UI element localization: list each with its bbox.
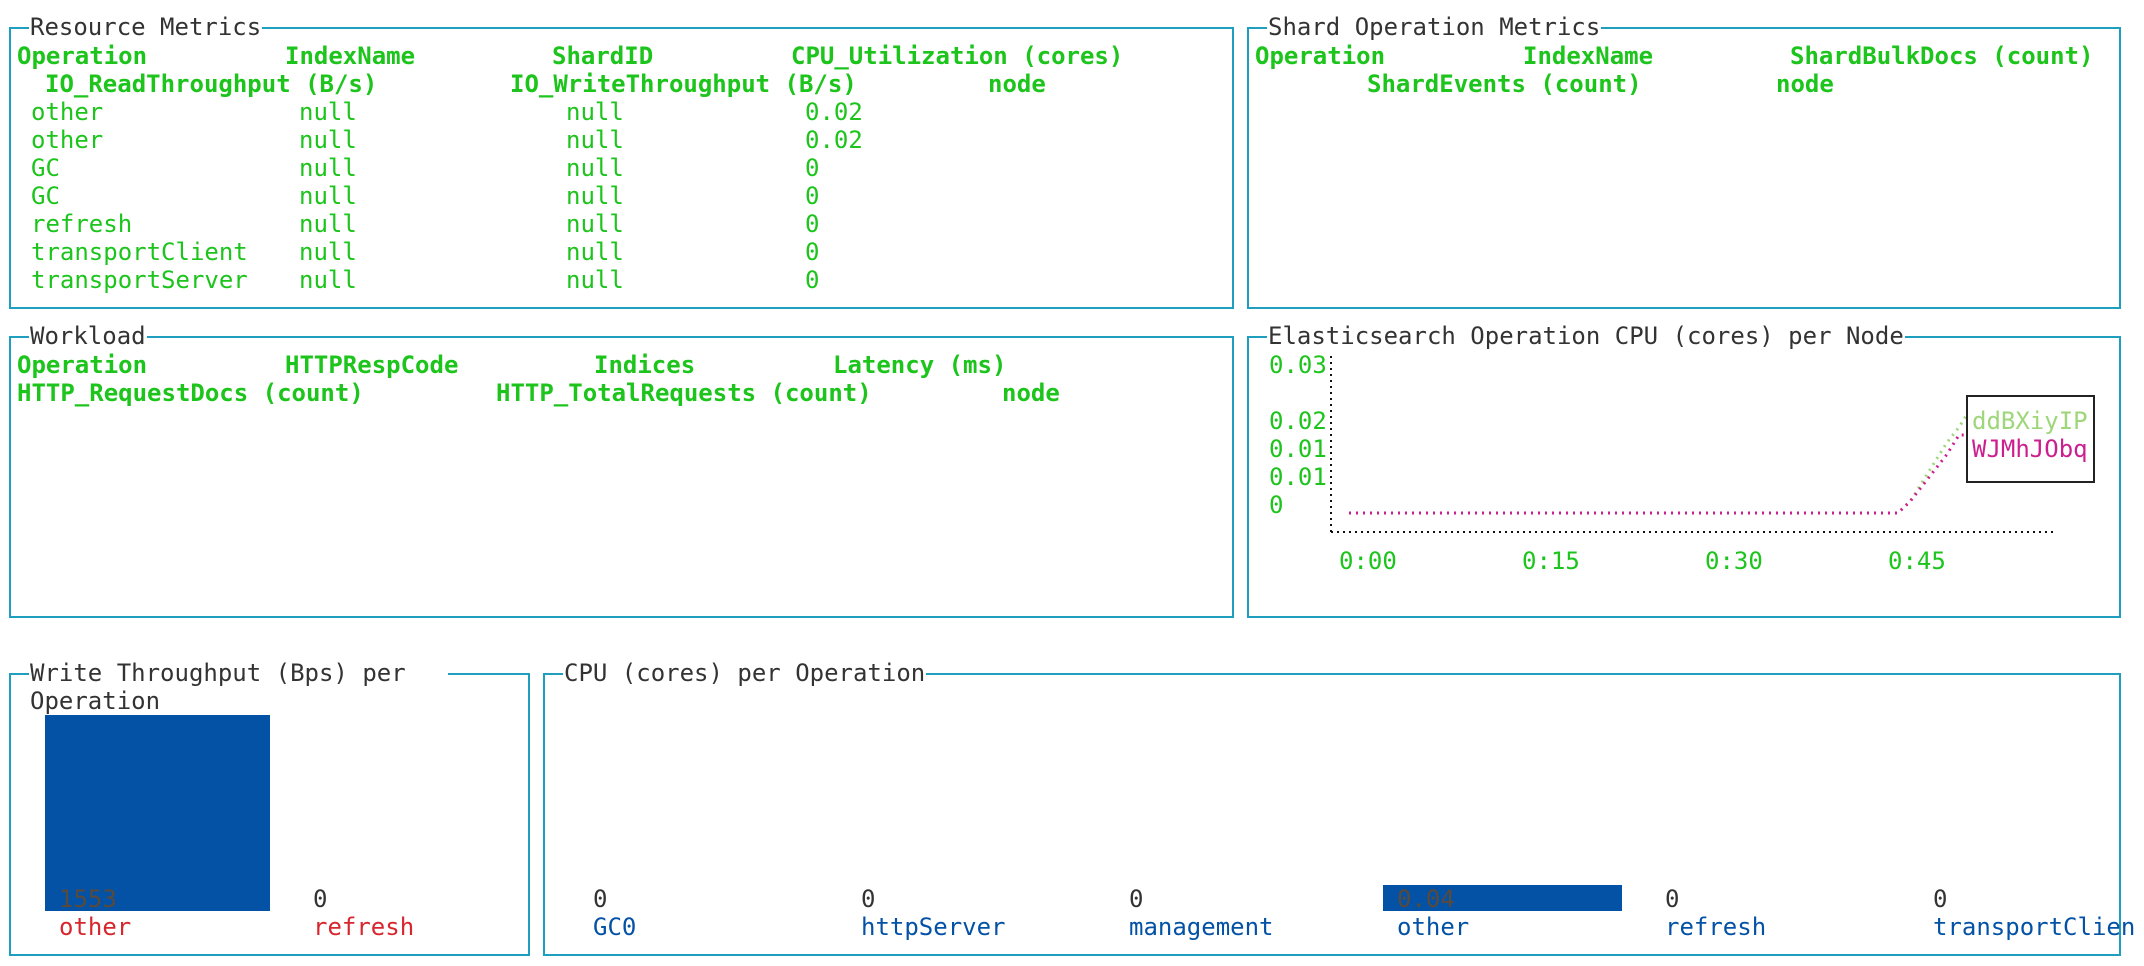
chart-legend: ddBXiyIP WJMhJObq [1966, 395, 2095, 483]
header-operation: Operation [17, 42, 148, 70]
table-cell: other [31, 126, 104, 154]
cpu-per-node-panel: Elasticsearch Operation CPU (cores) per … [1247, 322, 2121, 618]
bar-label-gc0: GC0 [593, 913, 637, 941]
x-tick-label: 0:15 [1522, 547, 1580, 575]
x-tick-label: 0:45 [1888, 547, 1946, 575]
bar-label-other: other [1397, 913, 1470, 941]
cpu-per-operation-title: CPU (cores) per Operation [563, 659, 927, 687]
table-cell: null [566, 182, 624, 210]
legend-entry-wjmhjobq: WJMhJObq [1972, 435, 2088, 463]
x-tick-label: 0:00 [1339, 547, 1397, 575]
bar-value-management: 0 [1129, 885, 1144, 913]
x-tick-label: 0:30 [1705, 547, 1763, 575]
bar-label-transportclient: transportClien [1933, 913, 2136, 941]
table-cell: 0.02 [805, 126, 863, 154]
cpu-line-chart [1330, 356, 2055, 533]
header-shard-events: ShardEvents (count) [1367, 70, 1642, 98]
workload-title: Workload [29, 322, 147, 350]
bar-label-management: management [1129, 913, 1274, 941]
header-indexname: IndexName [1523, 42, 1654, 70]
y-tick-label: 0.01 [1269, 463, 1327, 491]
header-http-total-requests: HTTP_TotalRequests (count) [496, 379, 872, 407]
header-cpu-utilization: CPU_Utilization (cores) [791, 42, 1124, 70]
bar-value-httpserver: 0 [861, 885, 876, 913]
header-io-read: IO_ReadThroughput (B/s) [45, 70, 378, 98]
table-cell: 0 [805, 266, 820, 294]
table-cell: null [299, 98, 357, 126]
table-cell: null [566, 266, 624, 294]
table-cell: 0 [805, 210, 820, 238]
table-cell: null [299, 210, 357, 238]
table-cell: transportClient [31, 238, 248, 266]
header-node: node [1776, 70, 1834, 98]
bar-value-gc0: 0 [593, 885, 608, 913]
series-line-wjmhjobq [1349, 433, 1972, 515]
table-cell: null [566, 126, 624, 154]
header-operation: Operation [1255, 42, 1386, 70]
y-tick-label: 0.01 [1269, 435, 1327, 463]
table-cell: null [566, 210, 624, 238]
write-throughput-panel: Write Throughput (Bps) per Operation 155… [9, 659, 530, 956]
header-indexname: IndexName [285, 42, 416, 70]
bar-label-other: other [59, 913, 132, 941]
header-shardid: ShardID [552, 42, 654, 70]
header-indices: Indices [594, 351, 696, 379]
cpu-per-node-title: Elasticsearch Operation CPU (cores) per … [1267, 322, 1905, 350]
bar-value-refresh: 0 [1665, 885, 1680, 913]
bar-other [45, 715, 270, 911]
header-http-request-docs: HTTP_RequestDocs (count) [17, 379, 364, 407]
table-cell: 0 [805, 238, 820, 266]
table-cell: refresh [31, 210, 133, 238]
header-io-write: IO_WriteThroughput (B/s) [510, 70, 857, 98]
bar-value-other: 1553 [59, 885, 117, 913]
bar-label-httpserver: httpServer [861, 913, 1006, 941]
bar-label-refresh: refresh [1665, 913, 1767, 941]
table-cell: null [299, 238, 357, 266]
series-line-ddbxiyip [1349, 406, 1973, 515]
y-tick-label: 0.03 [1269, 351, 1327, 379]
workload-panel: Workload Operation HTTPRespCode Indices … [9, 322, 1234, 618]
bar-value-refresh: 0 [313, 885, 328, 913]
header-http-resp-code: HTTPRespCode [285, 351, 459, 379]
resource-metrics-panel: Resource Metrics Operation IndexName Sha… [9, 13, 1234, 309]
bar-other [1383, 885, 1622, 911]
table-cell: null [566, 154, 624, 182]
table-cell: null [299, 126, 357, 154]
header-node: node [1002, 379, 1060, 407]
table-cell: null [566, 98, 624, 126]
resource-metrics-title: Resource Metrics [29, 13, 263, 41]
table-cell: null [299, 182, 357, 210]
shard-operation-metrics-title: Shard Operation Metrics [1267, 13, 1602, 41]
table-cell: other [31, 98, 104, 126]
header-operation: Operation [17, 351, 148, 379]
header-shard-bulk-docs: ShardBulkDocs (count) [1790, 42, 2094, 70]
table-cell: GC [31, 182, 60, 210]
y-tick-label: 0.02 [1269, 407, 1327, 435]
write-throughput-title: Write Throughput (Bps) per Operation [29, 659, 448, 715]
y-tick-label: 0 [1269, 491, 1284, 519]
header-node: node [988, 70, 1046, 98]
table-cell: null [299, 266, 357, 294]
cpu-per-operation-panel: CPU (cores) per Operation 0 GC0 0 httpSe… [543, 659, 2135, 956]
header-latency: Latency (ms) [833, 351, 1007, 379]
table-cell: 0 [805, 154, 820, 182]
table-cell: GC [31, 154, 60, 182]
table-cell: 0 [805, 182, 820, 210]
table-cell: null [566, 238, 624, 266]
legend-entry-ddbxiyip: ddBXiyIP [1972, 407, 2088, 435]
bar-label-refresh: refresh [313, 913, 415, 941]
bar-value-other: 0.04 [1397, 885, 1455, 913]
table-cell: null [299, 154, 357, 182]
bar-value-transportclient: 0 [1933, 885, 1948, 913]
table-cell: transportServer [31, 266, 248, 294]
shard-operation-metrics-panel: Shard Operation Metrics Operation IndexN… [1247, 13, 2121, 309]
table-cell: 0.02 [805, 98, 863, 126]
